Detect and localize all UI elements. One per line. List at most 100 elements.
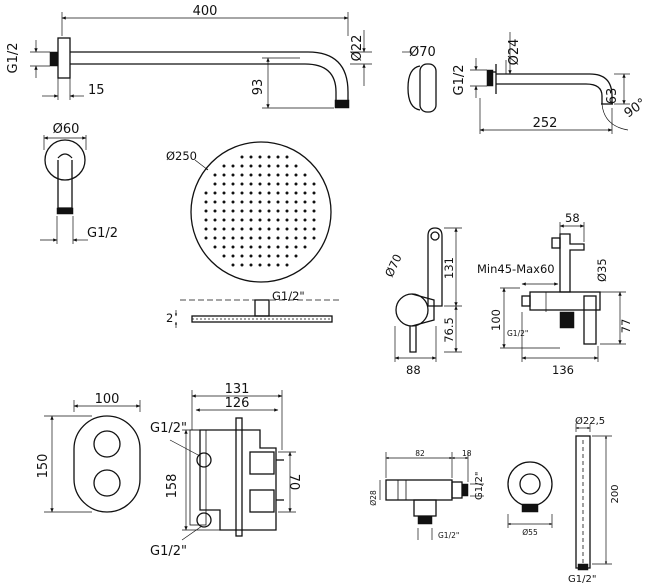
nozzle-dot	[276, 236, 280, 240]
nozzle-dot	[249, 227, 253, 231]
nozzle-dot	[303, 218, 307, 222]
nozzle-dot	[213, 182, 217, 186]
nozzle-dot	[276, 200, 280, 204]
wall-elbow-drawing: Ø60 G1/2	[40, 122, 118, 244]
wall-spout-drawing: Ø70 Ø24 G1/2 252 63 90°	[402, 32, 649, 134]
bidet-front-drawing: 88 Ø70 131 76.5	[382, 227, 462, 377]
nozzle-dot	[240, 263, 244, 267]
nozzle-dot	[240, 182, 244, 186]
arm-tube-dia-label: Ø22	[350, 35, 365, 62]
nozzle-dot	[258, 227, 262, 231]
nozzle-dot	[276, 245, 280, 249]
angle-valve-dia-label: Ø28	[369, 490, 378, 506]
nozzle-dot	[294, 182, 298, 186]
nozzle-dot	[231, 173, 235, 177]
nozzle-dot	[285, 227, 289, 231]
control-plate-drawing: 100 150	[36, 392, 141, 513]
elbow-dia-label: Ø60	[53, 122, 80, 137]
nozzle-dot	[249, 191, 253, 195]
nozzle-dot	[285, 218, 289, 222]
bidet-side-adjust-label: Min45-Max60	[477, 262, 555, 276]
outlet-dia-label: Ø55	[522, 528, 538, 537]
nozzle-dot	[294, 227, 298, 231]
arm-length-label: 400	[193, 4, 218, 19]
bar-dia-label: Ø22,5	[575, 415, 605, 427]
nozzle-dot	[240, 254, 244, 258]
nozzle-dot	[231, 218, 235, 222]
nozzle-dot	[276, 218, 280, 222]
valve-thread-bottom-label: G1/2"	[150, 544, 187, 559]
arm-thread-label: G1/2	[6, 43, 21, 74]
nozzle-dot	[222, 182, 226, 186]
nozzle-dot	[231, 200, 235, 204]
nozzle-dot	[276, 191, 280, 195]
nozzle-dot	[276, 254, 280, 258]
nozzle-dot	[249, 164, 253, 168]
nozzle-dot	[258, 236, 262, 240]
nozzle-dot	[258, 173, 262, 177]
nozzle-dot	[249, 155, 253, 159]
nozzle-dot	[294, 173, 298, 177]
shower-head-drawing: Ø250 G1/2" 2	[166, 141, 340, 328]
nozzle-dot	[276, 227, 280, 231]
bidet-height-top-label: 131	[442, 257, 456, 279]
nozzle-dot	[294, 245, 298, 249]
extension-bar-drawing: Ø22,5 200 G1/2"	[568, 415, 621, 585]
valve-thread-top-label: G1/2"	[150, 421, 187, 436]
nozzle-dot	[213, 236, 217, 240]
nozzle-dot	[303, 182, 307, 186]
nozzle-dot	[267, 200, 271, 204]
nozzle-dot	[204, 227, 208, 231]
nozzle-dot	[231, 236, 235, 240]
bidet-side-drawing: 58 Min45-Max60 Ø35 100 77 G1/2" 136	[477, 211, 633, 377]
nozzle-dot	[231, 245, 235, 249]
nozzle-dot	[303, 227, 307, 231]
nozzle-dot	[204, 218, 208, 222]
nozzle-dot	[285, 209, 289, 213]
nozzle-dot	[285, 200, 289, 204]
nozzle-dot	[267, 155, 271, 159]
nozzle-dot	[267, 191, 271, 195]
nozzle-dot	[240, 200, 244, 204]
nozzle-dot	[231, 263, 235, 267]
valve-width-inner-label: 126	[225, 396, 250, 411]
bidet-rose-dia-label: Ø70	[382, 252, 405, 279]
nozzle-dot	[303, 191, 307, 195]
nozzle-dot	[276, 155, 280, 159]
nozzle-dot	[285, 173, 289, 177]
nozzle-dot	[294, 218, 298, 222]
nozzle-dot	[240, 236, 244, 240]
nozzle-dot	[240, 227, 244, 231]
nozzle-dot	[276, 182, 280, 186]
wall-outlet-drawing: Ø55	[507, 461, 553, 537]
nozzle-dot	[222, 254, 226, 258]
nozzle-dot	[294, 191, 298, 195]
nozzle-dot	[213, 200, 217, 204]
valve-height-label: 158	[165, 474, 180, 499]
nozzle-dot	[285, 245, 289, 249]
nozzle-dot	[276, 209, 280, 213]
nozzle-dot	[249, 218, 253, 222]
nozzle-dot	[222, 227, 226, 231]
nozzle-dot	[213, 209, 217, 213]
nozzle-dot	[267, 173, 271, 177]
bidet-side-dia-label: Ø35	[595, 258, 609, 282]
nozzle-dot	[204, 209, 208, 213]
nozzle-dot	[303, 236, 307, 240]
angle-valve-length-label: 82	[415, 449, 425, 458]
nozzle-dot	[312, 236, 316, 240]
angle-valve-thread-out-label: G1/2"	[474, 472, 485, 500]
nozzle-dot	[213, 245, 217, 249]
arm-flange-label: 15	[88, 83, 105, 98]
nozzle-dot	[249, 209, 253, 213]
nozzle-dot	[231, 227, 235, 231]
spout-angle-label: 90°	[622, 96, 649, 122]
angle-valve-drawing: 82 18 Ø28 G1/2" G1/2"	[369, 449, 485, 540]
nozzle-dot	[267, 164, 271, 168]
nozzle-dot	[240, 164, 244, 168]
nozzle-dot	[240, 218, 244, 222]
nozzle-dot	[231, 209, 235, 213]
nozzle-dot	[303, 173, 307, 177]
nozzle-dot	[285, 263, 289, 267]
nozzle-dot	[231, 182, 235, 186]
